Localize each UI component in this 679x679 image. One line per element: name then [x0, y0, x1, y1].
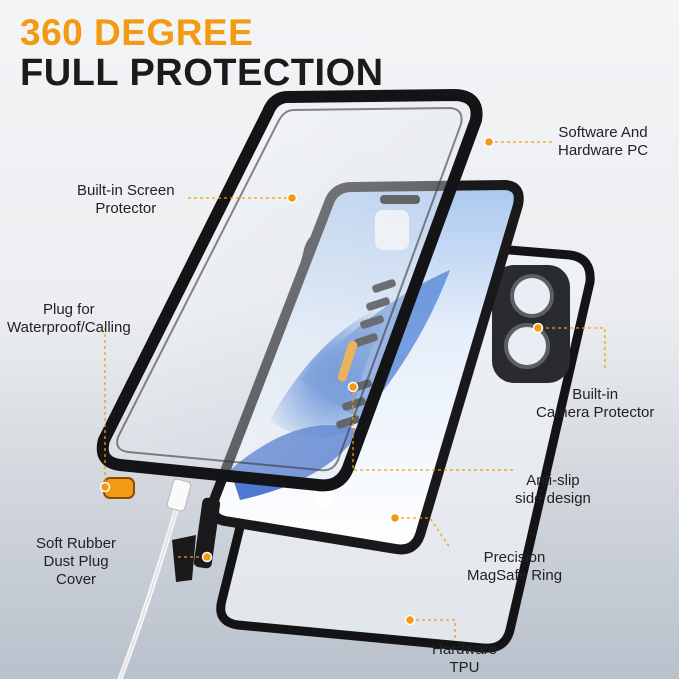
callout-line: Anti-slip	[526, 472, 580, 489]
headline-main: FULL PROTECTION	[20, 52, 384, 94]
callout-line: Precision	[483, 549, 546, 566]
callout-hardware-tpu: Hardware TPU	[432, 641, 497, 677]
callout-line: Soft Rubber	[36, 535, 117, 552]
callout-line: MagSafe Ring	[467, 567, 563, 584]
callout-line: Waterproof/Calling	[7, 319, 131, 336]
callout-line: Cover	[56, 571, 97, 588]
callout-rubber-dust-plug: Soft Rubber Dust Plug Cover	[36, 535, 116, 589]
callout-line: Plug for	[42, 301, 95, 318]
callout-dots	[99, 136, 544, 626]
callout-magsafe-ring: Precision MagSafe Ring	[467, 549, 562, 585]
front-frame	[96, 88, 483, 492]
charging-cable	[117, 478, 192, 679]
callout-line: side design	[515, 490, 591, 507]
callout-anti-slip: Anti-slip side design	[515, 472, 591, 508]
callout-line: Built-in Screen	[77, 182, 175, 199]
callout-line: Dust Plug	[43, 553, 109, 570]
callout-leaders	[104, 141, 606, 640]
callout-line: Software And	[558, 124, 648, 141]
callout-line: Protector	[95, 200, 157, 217]
callout-line: Built-in	[572, 386, 619, 403]
callout-software-hardware-pc: Software And Hardware PC	[558, 124, 648, 160]
camera-lens-bottom	[504, 323, 550, 369]
callout-plug: Plug for Waterproof/Calling	[7, 301, 131, 337]
callout-line: TPU	[449, 659, 480, 676]
waterproof-plug	[103, 477, 221, 582]
camera-lens-top	[510, 274, 554, 318]
callout-line: Hardware	[432, 641, 498, 658]
headline-accent: 360 DEGREE	[20, 12, 254, 53]
callout-line: Camera Protector	[536, 404, 655, 421]
callout-line: Hardware PC	[558, 142, 649, 159]
callout-screen-protector: Built-in Screen Protector	[77, 182, 175, 218]
callout-camera-protector: Built-in Camera Protector	[536, 386, 654, 422]
